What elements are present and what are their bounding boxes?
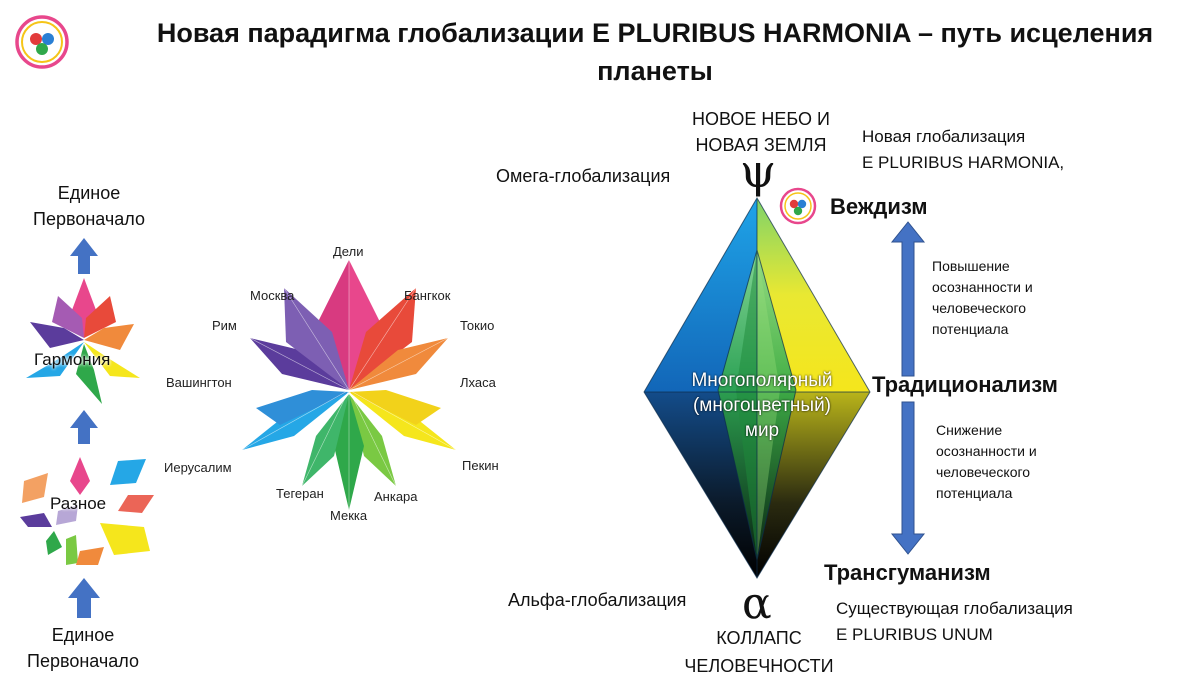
decrease-line1: Снижение xyxy=(936,422,1003,438)
multipolar-line3: мир xyxy=(744,420,780,441)
down-arrow-icon xyxy=(890,401,926,555)
new-heaven-caption: НОВОЕ НЕБО И НОВАЯ ЗЕМЛЯ xyxy=(686,106,836,158)
page-title: Новая парадигма глобализации E PLURIBUS … xyxy=(156,18,1154,86)
increase-line2: осознанности и xyxy=(932,279,1033,295)
increase-line3: человеческого xyxy=(932,300,1027,316)
new-globalization-caption: Новая глобализация E PLURIBUS HARMONIA, xyxy=(862,124,1064,176)
city-delhi: Дели xyxy=(333,244,364,259)
city-tehran: Тегеран xyxy=(276,486,324,501)
city-tokyo: Токио xyxy=(460,318,495,333)
existing-glob-line2: E PLURIBUS UNUM xyxy=(836,625,993,644)
city-rome: Рим xyxy=(212,318,237,333)
decrease-line3: человеческого xyxy=(936,464,1031,480)
bottom-origin-label: Единое Первоначало xyxy=(8,622,158,674)
vedism-logo-icon xyxy=(779,187,817,225)
decrease-line4: потенциала xyxy=(936,485,1013,501)
new-heaven-line1: НОВОЕ НЕБО И xyxy=(692,109,830,129)
multipolar-line2: (многоцветный) xyxy=(692,395,832,416)
decrease-line2: осознанности и xyxy=(936,443,1037,459)
city-bangkok: Бангкок xyxy=(404,288,451,303)
diverse-label: Разное xyxy=(50,494,107,513)
city-moscow: Москва xyxy=(250,288,295,303)
up-arrow-icon xyxy=(70,238,98,274)
city-washington: Вашингтон xyxy=(166,375,232,390)
increase-line1: Повышение xyxy=(932,258,1010,274)
cities-flower xyxy=(241,260,457,510)
psi-symbol: ψ xyxy=(740,144,777,198)
harmony-flower xyxy=(26,278,140,404)
top-origin-line1: Единое xyxy=(57,183,121,203)
development-axis xyxy=(890,221,926,555)
vedism-label: Веждизм xyxy=(830,194,928,219)
decrease-caption: Снижение осознанности и человеческого по… xyxy=(936,420,1037,504)
collapse-caption: КОЛЛАПС ЧЕЛОВЕЧНОСТИ xyxy=(676,624,842,680)
alpha-symbol: α xyxy=(742,578,772,629)
new-glob-line2: E PLURIBUS HARMONIA, xyxy=(862,153,1065,172)
increase-line4: потенциала xyxy=(932,321,1009,337)
collapse-line1: КОЛЛАПС xyxy=(716,628,802,648)
diverse-shapes xyxy=(20,457,154,565)
city-beijing: Пекин xyxy=(462,458,499,473)
city-jerusalem: Иерусалим xyxy=(164,460,232,475)
up-arrow-icon xyxy=(70,410,98,444)
city-ankara: Анкара xyxy=(374,489,418,504)
multipolar-world-label: Многополярный (многоцветный) мир xyxy=(672,368,852,443)
new-heaven-line2: НОВАЯ ЗЕМЛЯ xyxy=(695,135,827,155)
existing-glob-line1: Существующая глобализация xyxy=(836,599,1073,618)
existing-globalization-caption: Существующая глобализация E PLURIBUS UNU… xyxy=(836,596,1073,648)
diamond-shape xyxy=(643,197,871,579)
logo-icon xyxy=(15,15,69,69)
traditionalism-label: Традиционализм xyxy=(872,372,1058,397)
up-arrow-icon xyxy=(890,221,926,377)
bottom-origin-line2: Первоначало xyxy=(27,651,139,671)
increase-caption: Повышение осознанности и человеческого п… xyxy=(932,256,1033,340)
up-arrow-icon xyxy=(68,578,100,618)
collapse-line2: ЧЕЛОВЕЧНОСТИ xyxy=(684,656,834,676)
new-glob-line1: Новая глобализация xyxy=(862,127,1026,146)
alpha-label: Альфа-глобализация xyxy=(508,590,687,610)
top-origin-line2: Первоначало xyxy=(33,209,145,229)
city-lhasa: Лхаса xyxy=(460,375,496,390)
bottom-origin-line1: Единое xyxy=(51,625,115,645)
city-mecca: Мекка xyxy=(330,508,368,523)
multipolar-line1: Многополярный xyxy=(691,370,833,391)
top-origin-label: Единое Первоначало xyxy=(14,180,164,232)
omega-label: Омега-глобализация xyxy=(496,166,671,186)
transhumanism-label: Трансгуманизм xyxy=(824,560,991,585)
harmony-label: Гармония xyxy=(34,350,111,369)
